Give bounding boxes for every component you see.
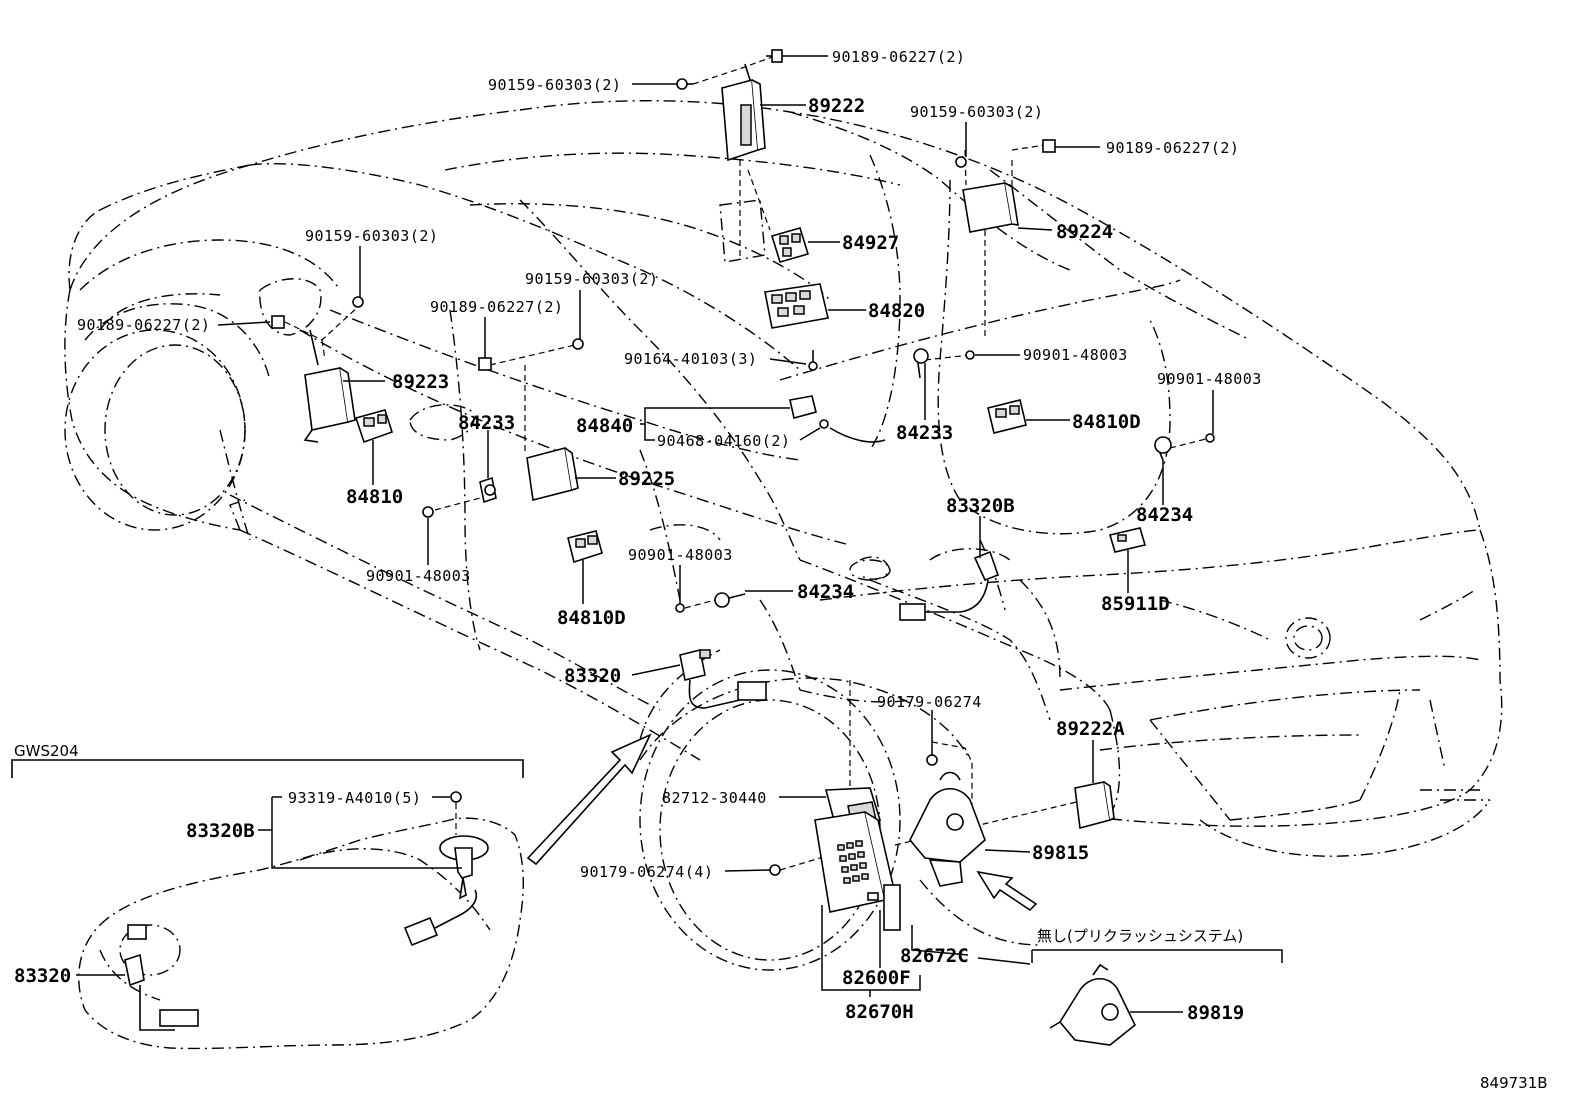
label-90159-60303-tr: 90159-60303(2) xyxy=(910,103,1043,121)
part-83320B-sensor xyxy=(899,548,1011,621)
part-89222A-sensor xyxy=(1074,781,1115,830)
part-drawings xyxy=(271,49,1215,1046)
label-82600F: 82600F xyxy=(842,967,911,989)
label-90901-48003-mid: 90901-48003 xyxy=(628,546,733,564)
car-outline xyxy=(64,100,1503,971)
part-84233-mid-lamp xyxy=(913,348,929,379)
label-90189-06227-mid: 90189-06227(2) xyxy=(430,298,563,316)
part-84840-switch xyxy=(789,395,817,419)
label-89223: 89223 xyxy=(392,371,449,393)
label-84810D-left: 84810D xyxy=(557,607,626,629)
label-90901-48003-r2: 90901-48003 xyxy=(1157,370,1262,388)
label-84233-mid: 84233 xyxy=(896,422,953,444)
label-90164-40103: 90164-40103(3) xyxy=(624,350,757,368)
arrow-icon xyxy=(976,870,1038,912)
label-83320: 83320 xyxy=(564,665,621,687)
label-82712-30440: 82712-30440 xyxy=(662,789,767,807)
screw-icon xyxy=(676,78,693,90)
label-82672C: 82672C xyxy=(900,945,969,967)
part-82670H-junction xyxy=(814,811,897,913)
label-84810: 84810 xyxy=(346,486,403,508)
part-89225-ecu xyxy=(526,447,579,501)
part-89224-ecu xyxy=(962,182,1019,233)
part-82672C-cover xyxy=(883,884,901,931)
inset-title: GWS204 xyxy=(14,742,79,760)
label-90468-04160: 90468-04160(2) xyxy=(657,432,790,450)
part-84810-switch xyxy=(354,409,393,444)
label-89224: 89224 xyxy=(1056,221,1113,243)
part-84234-lamp xyxy=(1154,436,1172,461)
part-84810D-right-switch xyxy=(987,399,1027,434)
label-90159-60303-top: 90159-60303(2) xyxy=(488,76,621,94)
note-text: 無し(プリクラッシュシステム) xyxy=(1037,927,1243,945)
label-84927: 84927 xyxy=(842,232,899,254)
part-84234-mid-lamp xyxy=(714,592,746,608)
leader-lines xyxy=(217,55,1283,1013)
label-82670H: 82670H xyxy=(845,1001,914,1023)
part-85911D-sensor xyxy=(1108,527,1147,553)
arrow-icon xyxy=(526,733,652,866)
label-84234-mid: 84234 xyxy=(797,581,854,603)
inset-label-83320B: 83320B xyxy=(186,820,255,842)
label-84820: 84820 xyxy=(868,300,925,322)
label-90159-60303-left: 90159-60303(2) xyxy=(305,227,438,245)
label-89815: 89815 xyxy=(1032,842,1089,864)
clip-icon xyxy=(766,49,783,63)
inset-label-93319: 93319-A4010(5) xyxy=(288,789,421,807)
label-90901-48003-left: 90901-48003 xyxy=(366,567,471,585)
label-90179-06274-right: 90179-06274 xyxy=(877,693,982,711)
label-89222: 89222 xyxy=(808,95,865,117)
part-84233-lamp xyxy=(479,476,497,504)
label-89225: 89225 xyxy=(618,468,675,490)
label-90189-06227-left: 90189-06227(2) xyxy=(77,316,210,334)
label-84234-right: 84234 xyxy=(1136,504,1193,526)
label-89819: 89819 xyxy=(1187,1002,1244,1024)
part-labels: 90189-06227(2) 90159-60303(2) 89222 9015… xyxy=(14,48,1548,1092)
label-90159-60303-mid: 90159-60303(2) xyxy=(525,270,658,288)
diagram-code: 849731B xyxy=(1480,1074,1548,1092)
label-89222A: 89222A xyxy=(1056,718,1125,740)
inset-gws204 xyxy=(11,759,524,1050)
label-90179-06274-left: 90179-06274(4) xyxy=(580,863,713,881)
part-89815-bracket xyxy=(909,771,986,887)
inset-label-83320: 83320 xyxy=(14,965,71,987)
label-90189-06227-tr: 90189-06227(2) xyxy=(1106,139,1239,157)
part-84810D-switch xyxy=(567,530,603,564)
part-89222-ecu xyxy=(721,63,766,162)
label-84840: 84840 xyxy=(576,415,633,437)
part-83320-sensor xyxy=(679,649,767,709)
label-84233-left: 84233 xyxy=(458,412,515,434)
label-84810D-right: 84810D xyxy=(1072,411,1141,433)
label-85911D: 85911D xyxy=(1101,593,1170,615)
label-83320B: 83320B xyxy=(946,495,1015,517)
part-84820-switch xyxy=(764,283,829,329)
label-90901-48003-r1: 90901-48003 xyxy=(1023,346,1128,364)
part-84927-switch xyxy=(770,227,810,263)
connector-lines xyxy=(284,55,1211,871)
label-90189-06227-top: 90189-06227(2) xyxy=(832,48,965,66)
part-89819-bracket xyxy=(1049,963,1136,1046)
